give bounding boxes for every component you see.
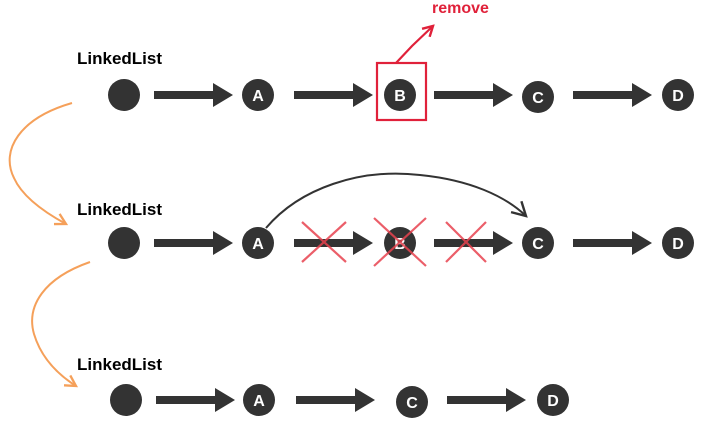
row1-arrow-a-b xyxy=(294,83,373,107)
cross-mark-node-b xyxy=(373,217,427,267)
row2-title: LinkedList xyxy=(77,200,163,219)
row1-arrow-b-c xyxy=(434,83,513,107)
row3-arrow-head-a xyxy=(156,388,235,412)
row3-node-c: C xyxy=(396,386,428,418)
remove-pointer-arrow xyxy=(395,26,433,64)
svg-text:D: D xyxy=(672,236,684,253)
svg-text:D: D xyxy=(672,88,684,105)
row1-title: LinkedList xyxy=(77,49,163,68)
svg-text:C: C xyxy=(532,90,544,107)
svg-text:A: A xyxy=(252,236,264,253)
row1-arrow-c-d xyxy=(573,83,652,107)
row2-head-node xyxy=(108,227,140,259)
cross-mark-a-b xyxy=(301,221,347,263)
cross-mark-b-c xyxy=(445,221,487,263)
row1-node-b: B xyxy=(384,79,416,111)
row1-node-a: A xyxy=(242,79,274,111)
svg-text:B: B xyxy=(394,88,406,105)
row1-arrow-head-a xyxy=(154,83,233,107)
row2-node-d: D xyxy=(662,227,694,259)
svg-text:C: C xyxy=(532,236,544,253)
row3-node-d: D xyxy=(537,384,569,416)
row2-arrow-c-d xyxy=(573,231,652,255)
row1-node-d: D xyxy=(662,79,694,111)
svg-text:D: D xyxy=(547,393,559,410)
row1: A B C xyxy=(108,26,694,122)
remove-highlight-box xyxy=(375,61,428,122)
row2: A B C D xyxy=(108,172,694,267)
row3-arrow-c-d xyxy=(447,388,526,412)
row3-head-node xyxy=(110,384,142,416)
row1-head-node xyxy=(108,79,140,111)
flow-arrow-2 xyxy=(31,261,91,386)
remove-label: remove xyxy=(432,0,489,17)
row2-node-c: C xyxy=(522,227,554,259)
row3-node-a: A xyxy=(243,384,275,416)
svg-text:C: C xyxy=(406,395,418,412)
bypass-arrow-a-to-c xyxy=(265,172,528,229)
row2-arrow-head-a xyxy=(154,231,233,255)
svg-text:A: A xyxy=(253,393,265,410)
row2-node-a: A xyxy=(242,227,274,259)
row3-arrow-a-c xyxy=(296,388,375,412)
row3-title: LinkedList xyxy=(77,355,163,374)
row3: A C D xyxy=(110,384,569,418)
flow-arrow-1 xyxy=(8,102,73,224)
svg-text:B: B xyxy=(394,236,406,253)
svg-text:A: A xyxy=(252,88,264,105)
row1-node-c: C xyxy=(522,81,554,113)
